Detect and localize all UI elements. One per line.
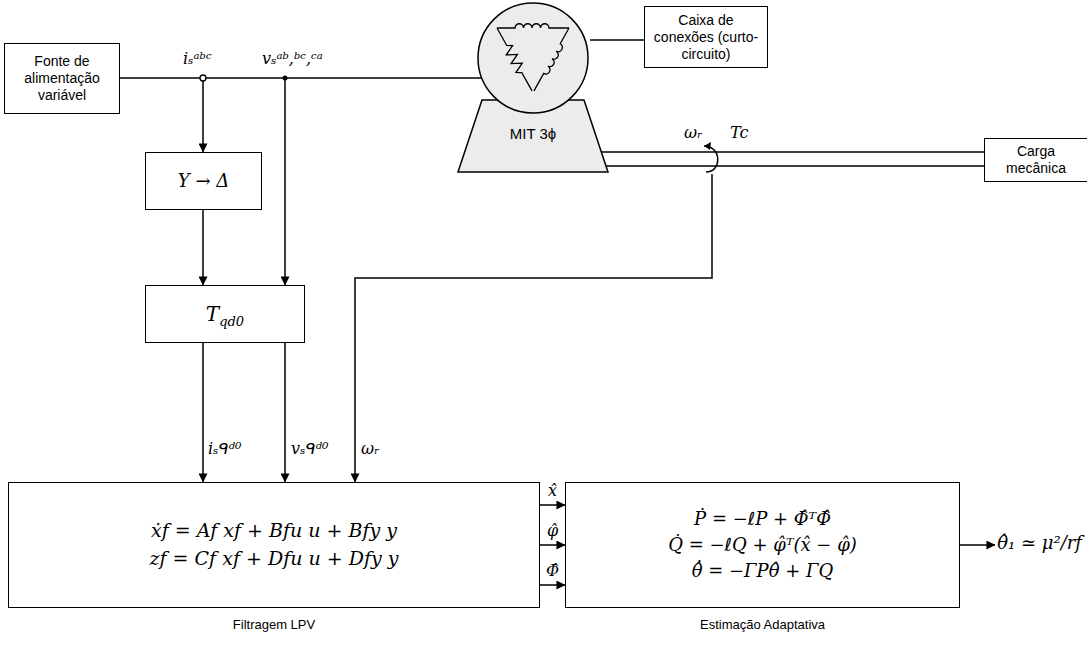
signal-arrow (284, 343, 286, 482)
power-wire (120, 77, 482, 79)
box-label: Caixa de conexões (curto-circuito) (645, 12, 767, 62)
process-box: Tqd0 (145, 285, 305, 343)
signal-arrow (540, 504, 565, 506)
stator-winding (497, 24, 569, 28)
tap-dot (283, 76, 288, 81)
motor-illustration (458, 3, 608, 172)
rotation-arrow-head (704, 142, 711, 150)
edge-label: iₛᑫᵈ⁰ (208, 440, 241, 458)
box-label: Carga mecânica (985, 143, 1087, 177)
edge-label: vₛᑫᵈ⁰ (291, 440, 328, 458)
edge-label: x̂ (548, 482, 557, 500)
box-label: Fonte de alimentação variável (5, 53, 119, 103)
equation: Ṗ = −ℓP + Φ̂ᵀΦ̂ (694, 506, 831, 532)
motor-shaft (601, 152, 984, 166)
signal-arrow (355, 174, 712, 482)
equation: Q̇ = −ℓQ + φ̂ᵀ(x̂ − φ̂) (668, 532, 857, 558)
edge-label: ωᵣ (361, 440, 380, 458)
equation: θ̂̇ = −ΓPθ̂ + ΓQ (692, 558, 834, 584)
block-symbol: T (206, 302, 219, 326)
process-box: Fonte de alimentação variável (4, 43, 120, 114)
output-estimate: θ̂₁ ≃ μ²/rf (997, 533, 1082, 553)
equation: ẋf = Af xf + Bfu u + Bfy y (151, 517, 397, 545)
stator-winding (534, 28, 573, 93)
current-signal: iₛᵃᵇᶜ (183, 50, 212, 68)
equation: zf = Cf xf + Dfu u + Dfy y (150, 545, 399, 573)
process-box: ẋf = Af xf + Bfu u + Bfy yzf = Cf xf + D… (8, 482, 540, 608)
block-caption: Estimação Adaptativa (566, 617, 959, 632)
speed-label: ωᵣ (684, 124, 703, 142)
block-label: Tqd0 (206, 302, 244, 326)
box-label: Y → Δ (178, 170, 229, 192)
process-box: Caixa de conexões (curto-circuito) (644, 6, 768, 68)
motor-body (478, 3, 588, 113)
block-subscript: qd0 (219, 314, 244, 329)
signal-arrow (540, 584, 565, 586)
process-box: Carga mecânica (984, 138, 1087, 182)
motor-label: MIT 3ϕ (458, 125, 608, 143)
process-box: Ṗ = −ℓP + Φ̂ᵀΦ̂Q̇ = −ℓQ + φ̂ᵀ(x̂ − φ̂)θ̂… (565, 482, 960, 608)
torque-label: Tc (730, 124, 748, 142)
signal-arrow (284, 78, 286, 285)
signal-arrow (202, 343, 204, 482)
signal-arrow (540, 544, 565, 546)
rotation-arrow (704, 146, 718, 172)
tap-dot (200, 75, 206, 81)
output-arrow (960, 544, 995, 546)
process-box: Y → Δ (145, 152, 262, 210)
signal-arrow (202, 210, 204, 285)
signal-arrow (202, 78, 204, 152)
motor-symbol: MIT 3ϕ (458, 3, 608, 172)
edge-label: Φ̂ (546, 562, 559, 580)
edge-label: φ̂ (547, 522, 558, 540)
leader-line (590, 39, 644, 41)
block-caption: Filtragem LPV (9, 617, 539, 632)
stator-winding (493, 26, 537, 94)
voltage-signal: vₛᵃᵇ,ᵇᶜ,ᶜᵃ (262, 50, 323, 68)
